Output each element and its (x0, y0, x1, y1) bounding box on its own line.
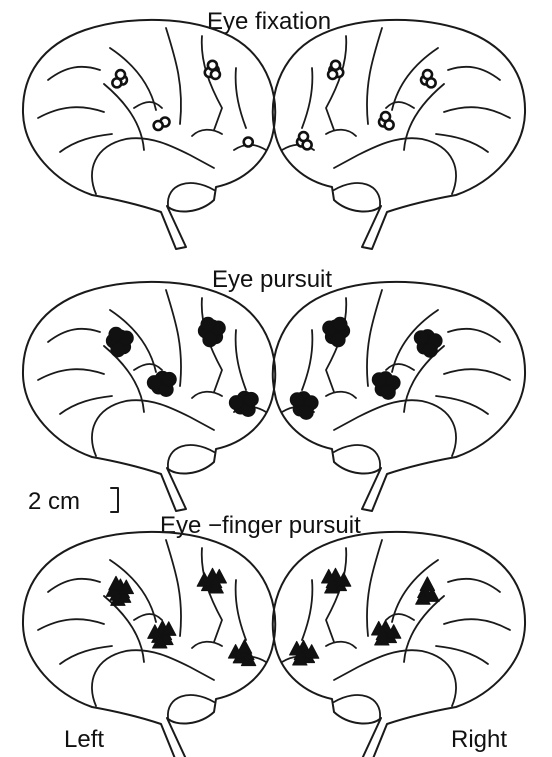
pursuit-right-precentral-marker (381, 385, 395, 399)
brain-sulcus (326, 392, 356, 398)
brain-sulcus (192, 130, 222, 136)
pursuit-left-parietal-upper-marker (201, 317, 215, 331)
brain-sulcus (92, 650, 214, 706)
brain-sulcus (302, 580, 312, 640)
pursuit-left-parietal-upper-marker (203, 333, 217, 347)
brain-sulcus (192, 642, 222, 648)
brain-sulcus (48, 67, 100, 80)
brain-sulcus (166, 290, 181, 386)
brain-sulcus (202, 548, 222, 642)
brain-sulcus (334, 695, 380, 718)
brain-sulcus (367, 28, 382, 124)
pursuit-left-hemisphere (23, 282, 275, 511)
brain-sulcus (302, 330, 312, 390)
brain-sulcus (334, 400, 456, 456)
fixation-left-precentral-marker (154, 121, 163, 130)
finger-left-hemisphere (23, 532, 275, 757)
pursuit-right-hemisphere (273, 282, 525, 511)
pursuit-right-parietal-upper-marker (331, 333, 345, 347)
brain-sulcus (448, 67, 500, 80)
fixation-left-occipital-marker (244, 138, 253, 147)
brain-sulcus (48, 329, 100, 342)
brain-outline (23, 20, 275, 249)
brain-sulcus (448, 579, 500, 592)
brain-sulcus (326, 548, 346, 642)
fixation-left-frontal-upper-marker (116, 70, 125, 79)
brain-sulcus (326, 130, 356, 136)
brain-sulcus (192, 392, 222, 398)
brain-sulcus (326, 642, 356, 648)
brain-sulcus (386, 614, 414, 620)
brain-sulcus (367, 290, 382, 386)
pursuit-right-occipital-marker (290, 393, 304, 407)
fixation-left-parietal-upper-marker (208, 61, 217, 70)
brain-sulcus (334, 138, 456, 194)
pursuit-left-precentral-marker (162, 372, 176, 386)
brain-sulcus (444, 107, 510, 118)
brain-sulcus (334, 183, 380, 206)
brain-sulcus (134, 102, 162, 108)
brain-sulcus (334, 445, 380, 468)
brain-sulcus (168, 695, 214, 718)
brain-sulcus (236, 68, 246, 128)
pursuit-left-frontal-upper-marker (111, 343, 125, 357)
brain-sulcus (38, 619, 104, 630)
brain-sulcus (92, 138, 214, 194)
fixation-right-hemisphere (273, 20, 525, 249)
brain-sulcus (168, 183, 214, 206)
fixation-right-parietal-upper-marker (328, 70, 337, 79)
brain-sulcus (386, 102, 414, 108)
brain-sulcus (202, 36, 222, 130)
brain-outline (23, 532, 275, 757)
brain-sulcus (448, 329, 500, 342)
pursuit-left-occipital-marker (229, 396, 243, 410)
pursuit-left-precentral-marker (147, 376, 161, 390)
brain-sulcus (134, 614, 162, 620)
fixation-right-occipital-marker (299, 132, 308, 141)
pursuit-left-frontal-upper-marker (109, 327, 123, 341)
brain-sulcus (444, 619, 510, 630)
brain-sulcus (168, 445, 214, 468)
brain-sulcus (326, 36, 346, 130)
pursuit-right-parietal-upper-marker (333, 317, 347, 331)
brain-sulcus (38, 369, 104, 380)
pursuit-right-precentral-marker (372, 373, 386, 387)
fixation-left-parietal-upper-marker (211, 70, 220, 79)
fixation-right-frontal-upper-marker (423, 70, 432, 79)
brain-sulcus (386, 364, 414, 370)
brain-sulcus (236, 580, 246, 640)
brain-outline (273, 20, 525, 249)
brain-outline (273, 532, 525, 757)
brain-sulcus (38, 107, 104, 118)
fixation-left-activation-markers (112, 61, 252, 147)
pursuit-right-occipital-marker (299, 405, 313, 419)
brain-sulcus (166, 28, 181, 124)
pursuit-left-occipital-marker (244, 392, 258, 406)
brain-sulcus (92, 400, 214, 456)
finger-right-hemisphere (273, 532, 525, 757)
brain-sulcus (48, 579, 100, 592)
fixation-right-parietal-upper-marker (331, 61, 340, 70)
brain-sulcus (236, 330, 246, 390)
pursuit-right-frontal-upper-marker (423, 343, 437, 357)
fixation-right-precentral-marker (381, 112, 390, 121)
brain-sulcus (302, 68, 312, 128)
fixation-left-hemisphere (23, 20, 275, 249)
brain-sulcus (367, 540, 382, 636)
pursuit-right-frontal-upper-marker (414, 331, 428, 345)
brain-sulcus (134, 364, 162, 370)
brain-sulcus (444, 369, 510, 380)
brain-sulcus (334, 650, 456, 706)
scale-bar-bracket (111, 488, 118, 512)
finger-right-frontal-upper-marker (420, 577, 434, 591)
